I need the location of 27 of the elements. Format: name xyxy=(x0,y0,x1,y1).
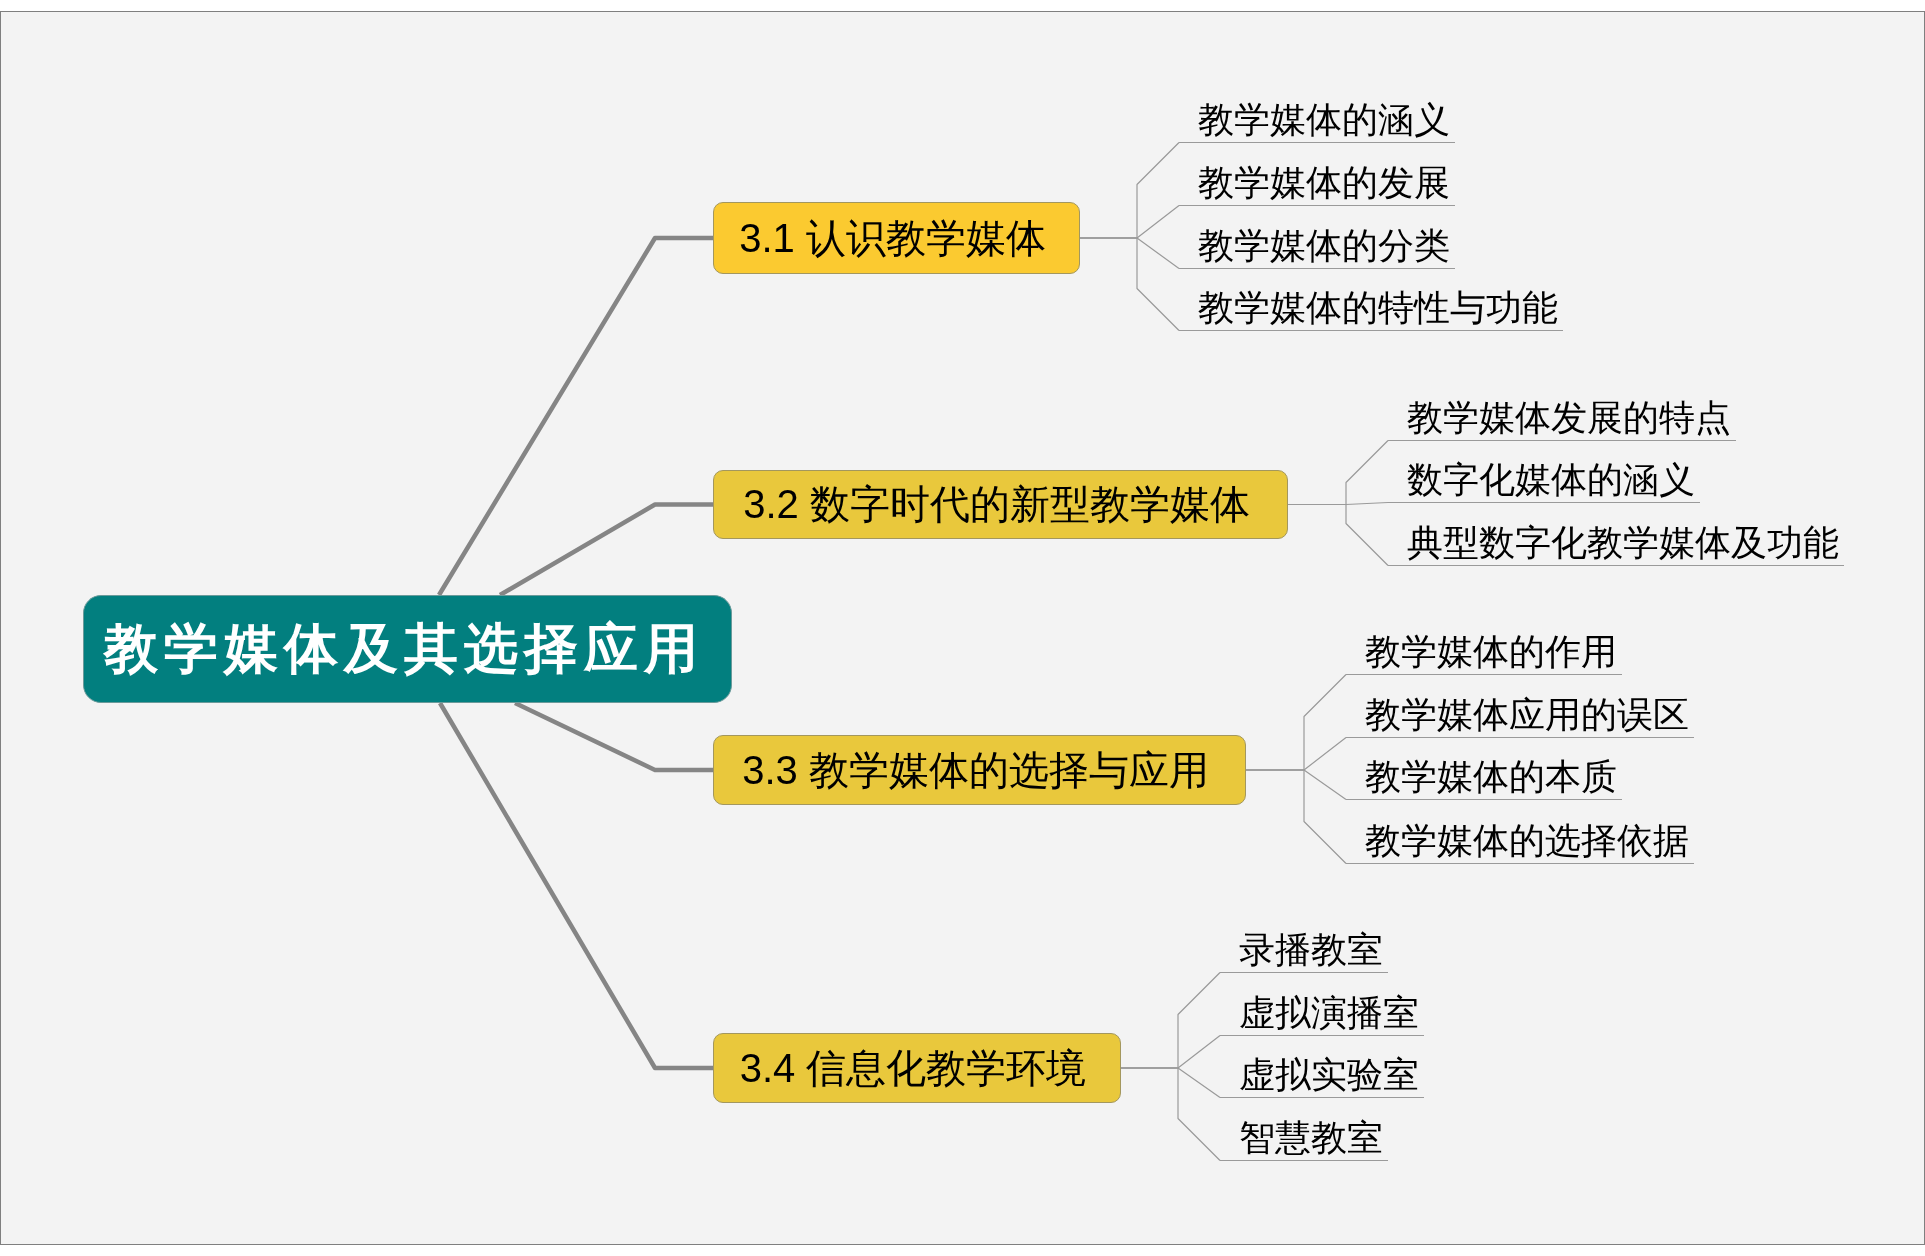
topic-label: 教学媒体应用的误区 xyxy=(1346,692,1694,738)
subtopic-box: 3.1 认识教学媒体 xyxy=(713,202,1080,274)
topic-label: 数字化媒体的涵义 xyxy=(1388,457,1700,503)
topic-label: 教学媒体的涵义 xyxy=(1179,97,1455,143)
connector-line xyxy=(1245,769,1347,865)
topic-label: 虚拟实验室 xyxy=(1220,1052,1424,1098)
connector-line xyxy=(1120,1067,1221,1162)
topic-label: 教学媒体的分类 xyxy=(1179,223,1455,269)
central-topic-box: 教学媒体及其选择应用 xyxy=(83,595,732,703)
connector-line xyxy=(498,502,713,597)
topic-label: 典型数字化教学媒体及功能 xyxy=(1388,520,1844,566)
subtopic-box: 3.3 教学媒体的选择与应用 xyxy=(713,735,1246,805)
subtopic-box: 3.2 数字时代的新型教学媒体 xyxy=(713,470,1288,539)
connector-line xyxy=(437,235,713,597)
subtopic-box: 3.4 信息化教学环境 xyxy=(713,1033,1121,1103)
topic-label: 教学媒体的选择依据 xyxy=(1346,818,1694,864)
topic-label: 教学媒体的作用 xyxy=(1346,629,1622,675)
connector-line xyxy=(1287,503,1389,567)
topic-label: 智慧教室 xyxy=(1220,1115,1388,1161)
topic-label: 教学媒体的特性与功能 xyxy=(1179,285,1563,331)
topic-label: 教学媒体发展的特点 xyxy=(1388,395,1736,441)
connector-line xyxy=(1079,237,1180,332)
topic-label: 教学媒体的本质 xyxy=(1346,754,1622,800)
topic-label: 录播教室 xyxy=(1220,927,1388,973)
topic-label: 教学媒体的发展 xyxy=(1179,160,1455,206)
topic-label: 虚拟演播室 xyxy=(1220,990,1424,1036)
connector-line xyxy=(438,701,713,1071)
